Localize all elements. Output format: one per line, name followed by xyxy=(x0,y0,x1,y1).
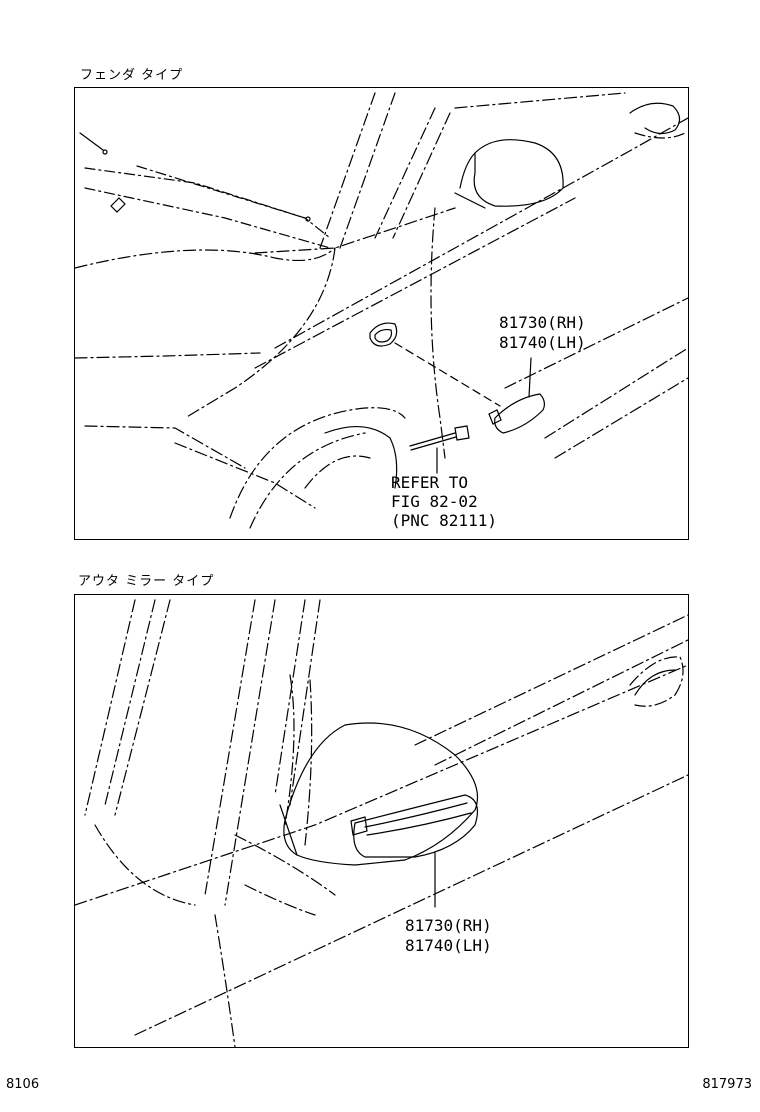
door-handle-outline xyxy=(629,656,684,707)
roof-line xyxy=(454,92,626,109)
lower-fender-line xyxy=(84,425,246,469)
panel-2-part-lh: 81740(LH) xyxy=(405,936,492,955)
a-pillar-line-7 xyxy=(289,599,321,806)
a-pillar-line-4 xyxy=(392,112,451,239)
body-side-line-3 xyxy=(544,347,688,439)
a-pillar-line-1 xyxy=(84,599,136,816)
tire-line xyxy=(304,455,371,489)
a-pillar-line-1 xyxy=(319,92,376,249)
a-pillar-line-4 xyxy=(204,599,256,896)
fender-hole xyxy=(369,322,398,347)
side-turn-lamp xyxy=(494,393,546,434)
socket-wire xyxy=(409,432,456,447)
body-lower-line xyxy=(134,774,688,1036)
panel-1-part-rh: 81730(RH) xyxy=(499,313,586,332)
a-pillar-line-5 xyxy=(224,599,276,906)
fender-upper-line xyxy=(184,247,336,419)
footer-figure-number: 8106 xyxy=(6,1077,40,1092)
door-handle-grip xyxy=(634,669,676,696)
body-side-line-1 xyxy=(75,664,688,906)
body-side-line-1 xyxy=(274,117,688,349)
socket-body xyxy=(454,425,470,441)
mirror-shell xyxy=(283,722,479,866)
panel-1-part-lh: 81740(LH) xyxy=(499,333,586,352)
side-mirror-base xyxy=(459,152,476,189)
body-side-line-2 xyxy=(414,614,688,746)
door-handle-recess xyxy=(634,132,686,139)
wheel-arch-liner xyxy=(324,425,398,489)
outer-mirror-type-illustration xyxy=(75,599,688,1047)
fender-type-illustration xyxy=(75,92,688,529)
body-shoulder-line xyxy=(75,352,261,359)
footer-illustration-number: 817973 xyxy=(702,1077,752,1092)
a-pillar-line-6 xyxy=(274,599,306,796)
mirror-mount-line xyxy=(454,192,486,209)
wheel-arch-outer xyxy=(229,407,406,519)
panel-2-part-rh: 81730(RH) xyxy=(405,916,492,935)
fender-hole-inner xyxy=(374,328,393,343)
mirror-turn-lamp-inner-2 xyxy=(366,812,472,836)
side-turn-lamp-clip xyxy=(488,409,502,425)
hood-edge xyxy=(75,247,336,269)
fender-type-panel: 81730(RH) 81740(LH) REFER TO FIG 82-02 (… xyxy=(74,87,689,540)
washer-nozzle-icon xyxy=(102,149,108,155)
panel-2-caption: アウタ ミラー タイプ xyxy=(78,574,215,589)
body-side-line-2 xyxy=(254,197,576,369)
mirror-turn-lamp-inner xyxy=(364,802,468,828)
mirror-base xyxy=(279,804,298,856)
body-side-line-4 xyxy=(554,377,688,459)
wiper-line xyxy=(136,165,306,219)
assembly-line xyxy=(394,342,501,407)
wiper-arm-line xyxy=(79,132,104,151)
a-pillar-line-3 xyxy=(374,107,436,239)
wheel-arch-inner xyxy=(249,432,366,529)
a-pillar-line-2 xyxy=(104,599,156,806)
lower-arc xyxy=(94,824,196,906)
panel-1-refer-line-1: REFER TO xyxy=(391,473,469,492)
body-side-line-3 xyxy=(434,639,688,766)
door-shut-line xyxy=(214,914,236,1047)
clip-icon xyxy=(110,197,126,213)
glass-corner xyxy=(284,674,295,826)
a-pillar-line-3 xyxy=(114,599,171,816)
bumper-line xyxy=(174,442,316,509)
panel-1-refer-line-2: FIG 82-02 xyxy=(391,492,478,511)
panel-1-refer-line-3: (PNC 82111) xyxy=(391,511,497,530)
body-rocker-line xyxy=(504,297,688,389)
panel-1-caption: フェンダ タイプ xyxy=(80,68,184,83)
cowl-lower-line xyxy=(84,187,331,249)
cowl-line xyxy=(84,167,331,239)
fender-line-2 xyxy=(244,884,316,916)
fender-line xyxy=(234,834,336,896)
door-handle-outline xyxy=(629,102,681,135)
socket-wire-2 xyxy=(410,436,457,451)
mirror-lamp-tab xyxy=(350,816,368,836)
outer-mirror-type-panel: 81730(RH) 81740(LH) xyxy=(74,594,689,1048)
glass-corner-2 xyxy=(304,679,313,846)
washer-nozzle-icon-2 xyxy=(305,216,311,222)
door-shut-line xyxy=(430,207,446,459)
hood-to-fender xyxy=(254,207,456,254)
side-mirror-shell xyxy=(473,139,564,207)
mirror-turn-lamp xyxy=(353,794,478,858)
part-leader-line xyxy=(528,357,532,398)
a-pillar-line-2 xyxy=(339,92,396,249)
